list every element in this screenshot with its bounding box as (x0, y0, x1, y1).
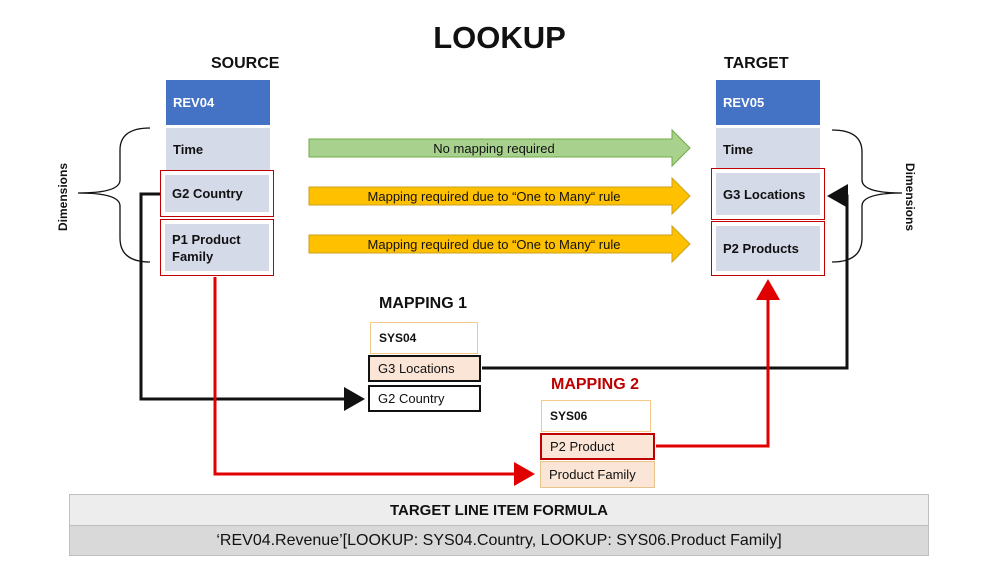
dimensions-label-right: Dimensions (903, 162, 917, 231)
mapping2-heading: MAPPING 2 (551, 376, 640, 393)
diagram-title: LOOKUP (433, 20, 566, 55)
target-dim-locations: G3 Locations (716, 173, 820, 215)
mapping1-item-locations: G3 Locations (368, 355, 481, 382)
source-heading: SOURCE (211, 55, 280, 72)
arrow-mapping-product (308, 224, 691, 264)
red-connector-target (656, 279, 780, 448)
formula-heading: TARGET LINE ITEM FORMULA (69, 494, 929, 526)
left-brace (77, 127, 151, 263)
target-dim-products-box: P2 Products (711, 221, 825, 276)
mapping2-item-family: Product Family (540, 461, 655, 488)
arrow-label-mapping-product: Mapping required due to “One to Many“ ru… (367, 237, 621, 252)
black-connector-source (139, 192, 365, 411)
black-connector-target (482, 184, 849, 370)
source-dim-country: G2 Country (165, 175, 269, 212)
source-dim-product: P1 Product Family (165, 224, 269, 271)
right-brace (831, 129, 903, 263)
source-module: REV04 (166, 80, 270, 125)
target-heading: TARGET (724, 55, 789, 72)
source-dim-country-box: G2 Country (160, 170, 274, 217)
dimensions-label-left: Dimensions (56, 163, 70, 232)
mapping1-item-country: G2 Country (368, 385, 481, 412)
mapping1-heading: MAPPING 1 (379, 295, 468, 312)
arrow-no-mapping (308, 128, 691, 168)
target-dim-locations-box: G3 Locations (711, 168, 825, 220)
formula-text: ‘REV04.Revenue’[LOOKUP: SYS04.Country, L… (69, 526, 929, 556)
red-connector-source (213, 277, 535, 486)
source-dim-product-box: P1 Product Family (160, 219, 274, 276)
arrow-mapping-country (308, 176, 691, 216)
source-dim-time: Time (166, 128, 270, 170)
arrow-label-no-mapping: No mapping required (433, 141, 555, 156)
mapping2-module: SYS06 (541, 400, 651, 432)
target-module: REV05 (716, 80, 820, 125)
target-dim-time: Time (716, 128, 820, 170)
mapping1-module: SYS04 (370, 322, 478, 354)
mapping2-item-product: P2 Product (540, 433, 655, 460)
arrow-label-mapping-country: Mapping required due to “One to Many“ ru… (367, 189, 621, 204)
target-dim-products: P2 Products (716, 226, 820, 271)
